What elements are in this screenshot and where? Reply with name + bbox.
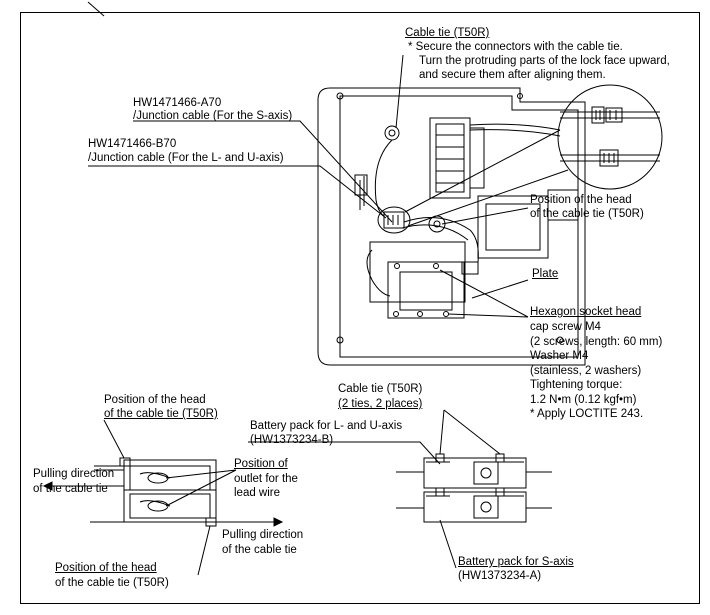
- pulling-left-2: of the cable tie: [33, 483, 108, 495]
- pulling-bottom-1: Pulling direction: [222, 529, 304, 541]
- leader-head-right: [441, 207, 529, 225]
- controller-panel: [317, 87, 586, 366]
- cable-tie-top-note-3: and secure them after aligning them.: [419, 69, 606, 81]
- leader-battery-s: [439, 519, 457, 569]
- leader-screw: [439, 269, 529, 318]
- cable-tie-top-title: Cable tie (T50R): [405, 27, 490, 39]
- screw-line-7: 1.2 N•m (0.12 kgf•m): [530, 394, 637, 406]
- leader-head-left-top: [103, 419, 125, 459]
- head-position-right-2: of the cable tie (T50R): [530, 208, 644, 220]
- leader-a70: [133, 120, 393, 223]
- screw-line-6: Tightening torque:: [530, 379, 623, 391]
- screw-line-5: (stainless, 2 washers): [530, 365, 642, 377]
- battery-s-2: (HW1373234-A): [458, 570, 542, 582]
- outlet-2: outlet for the: [234, 473, 298, 485]
- screw-line-3: (2 screws, length: 60 mm): [530, 336, 663, 348]
- cable-tie-mid-sub: (2 ties, 2 places): [338, 398, 423, 410]
- leader-cable-tie-mid: [439, 409, 501, 455]
- head-position-right-1: Position of the head: [530, 194, 632, 206]
- plate-label: Plate: [532, 268, 559, 280]
- screw-line-1: Hexagon socket head: [530, 306, 642, 318]
- head-position-left-bottom-1: Position of the head: [55, 562, 157, 574]
- pulling-left-1: Pulling direction: [33, 468, 115, 480]
- leader-b70: [88, 165, 387, 219]
- leader-cable-tie-top: [395, 54, 404, 129]
- cable-tie-mid-title: Cable tie (T50R): [338, 383, 423, 395]
- leader-outlet: [165, 469, 237, 507]
- corner-line: [87, 1, 105, 17]
- screw-line-4: Washer M4: [530, 350, 589, 362]
- battery-pack-left-view: [90, 457, 235, 527]
- battery-lu-2: (HW1373234-B): [250, 434, 334, 446]
- cable-a70-part: HW1471466-A70: [133, 97, 222, 109]
- outlet-3: lead wire: [234, 487, 281, 499]
- battery-s-1: Battery pack for S-axis: [458, 556, 574, 568]
- zoom-leader-2: [407, 169, 569, 227]
- cable-tie-top-note-2: Turn the protruding parts of the lock fa…: [419, 55, 670, 67]
- cable-tie-top-note-1: * Secure the connectors with the cable t…: [408, 41, 623, 53]
- screw-line-2: cap screw M4: [530, 321, 601, 333]
- battery-pack-right-view: [396, 453, 552, 523]
- diagram-frame: [20, 12, 700, 604]
- outlet-1: Position of: [234, 458, 288, 470]
- battery-lu-1: Battery pack for L- and U-axis: [250, 420, 403, 432]
- pulling-bottom-2: of the cable tie: [222, 544, 297, 556]
- cable-b70-part: HW1471466-B70: [88, 138, 177, 150]
- leader-battery-lu: [248, 441, 441, 465]
- cable-b70-desc: /Junction cable (For the L- and U-axis): [88, 152, 284, 164]
- head-position-left-top-1: Position of the head: [104, 394, 206, 406]
- cable-a70-desc: /Junction cable (For the S-axis): [133, 110, 293, 122]
- leader-plate: [471, 279, 529, 299]
- detail-zoom-circle: [557, 84, 663, 190]
- head-position-left-top-2: of the cable tie (T50R): [104, 408, 218, 420]
- leader-head-left-bottom: [197, 525, 211, 576]
- head-position-left-bottom-2: of the cable tie (T50R): [55, 577, 169, 589]
- zoom-leader-1: [404, 129, 561, 213]
- screw-line-8: * Apply LOCTITE 243.: [530, 408, 644, 420]
